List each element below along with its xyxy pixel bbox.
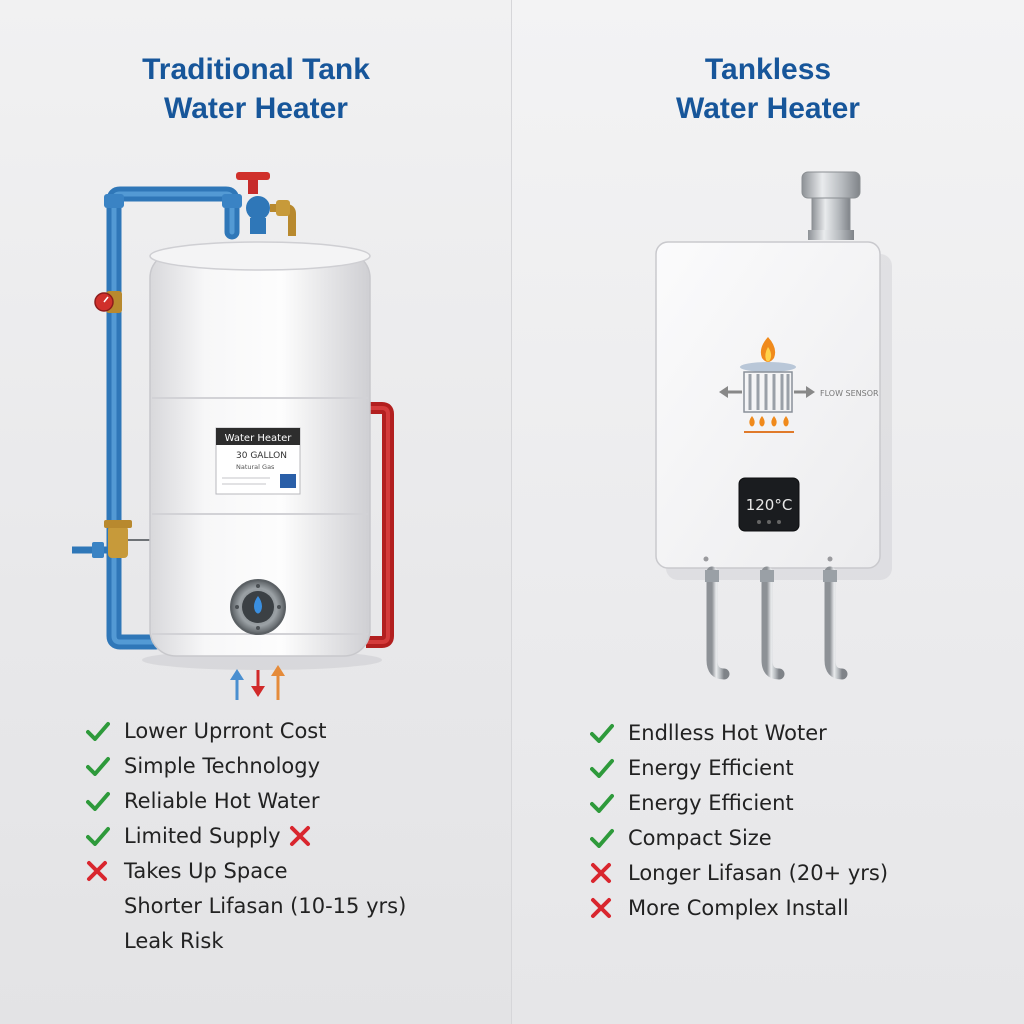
tank-heater-illustration: Water Heater 30 GALLON Natural Gas (72, 172, 394, 700)
tank-feature-list: Lower Uprront Cost Simple Technology Rel… (86, 713, 406, 958)
tankless-feature-2: Energy Efficient (590, 750, 888, 785)
burner-flames-icon (749, 416, 789, 427)
tank-feature-3: Reliable Hot Water (86, 783, 406, 818)
tank-feature-1: Lower Uprront Cost (86, 713, 406, 748)
tankless-feature-6-text: More Complex Install (628, 895, 849, 920)
tank-feature-5-text: Takes Up Space (124, 858, 288, 883)
cross-icon (289, 825, 311, 847)
flow-sensor-caption: FLOW SENSOR (820, 389, 879, 398)
gas-flame-icon (254, 596, 262, 614)
check-icon (590, 758, 628, 778)
tank-title-line1: Traditional Tank (142, 53, 370, 86)
tank-label-line2: 30 GALLON (236, 451, 287, 461)
tank-feature-6: Shorter Lifasan (10-15 yrs) (86, 888, 406, 923)
tank-feature-4: Limited Supply (86, 818, 406, 853)
check-icon (86, 756, 124, 776)
arrow-left-icon (719, 386, 728, 398)
tank-label-line1: Water Heater (225, 433, 293, 444)
outlet-pipes (705, 566, 848, 680)
tank-feature-2-text: Simple Technology (124, 753, 321, 778)
tank-title-line2: Water Heater (164, 92, 348, 125)
cross-icon (590, 897, 628, 919)
check-icon (590, 793, 628, 813)
burner-port-icon (230, 579, 286, 635)
tankless-feature-1: Endlless Hot Woter (590, 715, 888, 750)
tankless-feature-3-text: Energy Efficient (628, 790, 794, 815)
pressure-gauge-icon (94, 291, 122, 313)
tankless-feature-4: Compact Size (590, 820, 888, 855)
tank-feature-7-text: Leak Risk (124, 928, 224, 953)
cross-icon (590, 862, 628, 884)
tank-label-line3: Natural Gas (236, 463, 275, 471)
cold-water-pipe (72, 186, 242, 650)
tankless-feature-6: More Complex Install (590, 890, 888, 925)
tankless-heater-panel: Tankless Water Heater (512, 0, 1024, 1024)
tankless-feature-3: Energy Efficient (590, 785, 888, 820)
top-valve-icon (236, 172, 296, 236)
tank-feature-1-text: Lower Uprront Cost (124, 718, 327, 743)
tankless-feature-list: Endlless Hot Woter Energy Efficient Ener… (590, 715, 888, 925)
heat-exchanger-diagram: FLOW SENSOR (719, 337, 879, 433)
check-icon (86, 826, 124, 846)
tankless-heater-title: Tankless Water Heater (512, 50, 1024, 128)
tank-feature-4-text: Limited Supply (124, 823, 281, 848)
tankless-heater-illustration: FLOW SENSOR 120°C (655, 171, 892, 680)
tankless-title-line2: Water Heater (676, 92, 860, 125)
tank-feature-7: Leak Risk (86, 923, 406, 958)
arrow-right-icon (806, 386, 815, 398)
tankless-title-line1: Tankless (704, 53, 832, 86)
tank-feature-5: Takes Up Space (86, 853, 406, 888)
check-icon (590, 723, 628, 743)
tankless-feature-2-text: Energy Efficient (628, 755, 794, 780)
tank-feature-2: Simple Technology (86, 748, 406, 783)
check-icon (86, 791, 124, 811)
tankless-feature-4-text: Compact Size (628, 825, 772, 850)
tankless-feature-1-text: Endlless Hot Woter (628, 720, 827, 745)
tank-heater-panel: Traditional Tank Water Heater (0, 0, 512, 1024)
temperature-display: 120°C (738, 477, 800, 532)
tank-info-label: Water Heater 30 GALLON Natural Gas (215, 427, 301, 495)
tankless-feature-5: Longer Lifasan (20+ yrs) (590, 855, 888, 890)
cross-icon (86, 860, 124, 882)
vent-flue-icon (801, 171, 861, 240)
check-icon (86, 721, 124, 741)
tank-heater-title: Traditional Tank Water Heater (0, 50, 512, 128)
energy-star-icon (280, 474, 296, 488)
flow-arrows-icon (230, 665, 285, 700)
tank-feature-6-text: Shorter Lifasan (10-15 yrs) (124, 893, 407, 918)
check-icon (590, 828, 628, 848)
tankless-feature-5-text: Longer Lifasan (20+ yrs) (628, 860, 889, 885)
hot-water-pipe (364, 402, 394, 648)
temperature-readout: 120°C (746, 496, 793, 514)
tank-feature-3-text: Reliable Hot Water (124, 788, 320, 813)
